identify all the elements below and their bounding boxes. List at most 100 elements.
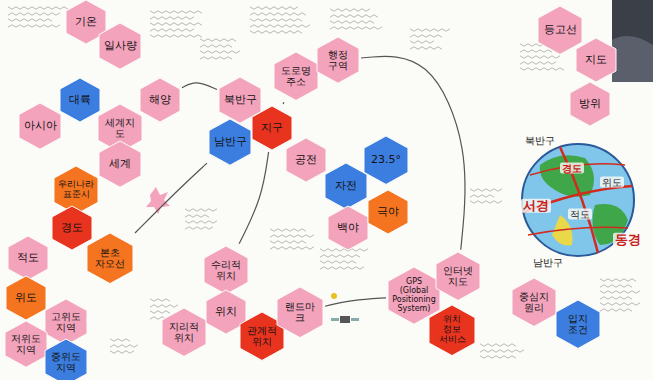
hexagon-fill	[204, 246, 248, 294]
node-label: 세계지도	[102, 117, 138, 139]
node-label: 경도	[56, 222, 88, 234]
note-scribble	[520, 68, 564, 70]
hexagon-fill	[209, 119, 251, 165]
hexagon-fill	[99, 23, 141, 69]
hexagon-fill	[277, 287, 323, 338]
hexagon-fill	[6, 276, 46, 320]
hexagon-fill	[54, 166, 98, 214]
note-scribble	[150, 35, 202, 37]
hexagon-node: 방위	[570, 82, 610, 126]
note-scribble	[600, 297, 632, 299]
connector-line	[135, 163, 207, 233]
note-scribble	[150, 29, 194, 31]
photo-inset	[612, 36, 653, 82]
node-label: 지구	[256, 122, 288, 134]
hexagon-node: 고위도 지역	[45, 299, 87, 345]
node-label: 대륙	[64, 94, 96, 106]
hexagon-fill	[576, 38, 616, 82]
node-label: 적도	[12, 252, 44, 264]
hexagon-node: 일사량	[99, 23, 141, 69]
hexagon-node: 지구	[252, 106, 292, 150]
note-scribble	[330, 15, 378, 17]
meridian-line	[560, 147, 598, 253]
satellite-icon	[331, 293, 359, 323]
note-scribble	[185, 227, 213, 229]
note-scribble	[8, 25, 60, 27]
note-scribble	[520, 56, 560, 58]
node-label: 위치 정보 서비스	[433, 315, 471, 345]
note-scribble	[200, 45, 232, 47]
note-scribble	[200, 57, 232, 59]
note-scribble	[200, 39, 236, 41]
hexagon-node: 지리적 위치	[162, 308, 206, 356]
note-scribble	[600, 285, 632, 287]
note-scribble	[200, 51, 240, 53]
connector-line	[239, 152, 268, 244]
node-label: GPS (Global Positioning System)	[392, 278, 436, 313]
node-label: 랜드마크	[281, 301, 319, 323]
node-label: 우리나라 표준시	[58, 180, 94, 200]
hexagon-node: 인터넷 지도	[436, 252, 480, 300]
connector-line	[361, 56, 465, 249]
hexagon-node: 백야	[328, 206, 368, 250]
hexagon-node: 공전	[286, 138, 326, 182]
note-scribble	[320, 261, 356, 263]
note-scribble	[600, 303, 640, 305]
note-scribble	[185, 209, 217, 211]
note-scribble	[270, 229, 306, 231]
globe-label: 남반구	[531, 257, 565, 268]
node-label: 위치	[210, 306, 242, 318]
hexagon-fill	[512, 278, 556, 326]
note-scribble	[410, 41, 434, 43]
note-scribble	[480, 344, 516, 346]
node-label: 저위도 지역	[9, 333, 43, 355]
node-label: 공전	[290, 154, 322, 166]
node-label: 중심지 원리	[516, 291, 552, 313]
note-scribble	[480, 356, 516, 358]
node-label: 극야	[372, 206, 404, 218]
hexagon-node: 지도	[576, 38, 616, 82]
hexagon-fill	[436, 252, 480, 300]
note-scribble	[410, 47, 442, 49]
hexagon-fill	[8, 236, 48, 280]
hexagon-fill	[325, 163, 367, 209]
note-scribble	[320, 249, 368, 251]
note-scribble	[150, 11, 202, 13]
hexagon-fill	[368, 190, 408, 234]
hexagon-node: 위치 정보 서비스	[429, 305, 475, 356]
globe-label: 서경	[521, 199, 551, 213]
hexagon-node: 대륙	[60, 78, 100, 122]
node-label: 일사량	[103, 40, 137, 52]
node-label: 자전	[329, 180, 363, 192]
node-label: 북반구	[223, 94, 257, 106]
connector-line	[325, 298, 386, 306]
photo-inset	[612, 0, 653, 82]
hexagon-fill	[52, 206, 92, 250]
node-label: 남반구	[213, 136, 247, 148]
note-scribble	[150, 305, 178, 307]
hexagon-node: 세계	[99, 141, 141, 187]
note-scribble	[480, 350, 524, 352]
note-scribble	[410, 35, 442, 37]
note-scribble	[470, 201, 502, 203]
hexagon-node: 행정 구역	[317, 37, 359, 83]
hexagon-fill	[570, 82, 610, 126]
note-scribble	[185, 221, 217, 223]
hexagon-fill	[140, 78, 180, 122]
note-scribble	[110, 345, 138, 347]
hexagon-node: 극야	[368, 190, 408, 234]
node-label: 인터넷 지도	[440, 265, 476, 287]
note-scribble	[8, 7, 68, 9]
hexagon-fill	[87, 233, 133, 284]
hexagon-node: 경도	[52, 206, 92, 250]
hexagon-node: 등고선	[538, 6, 582, 54]
hexagon-fill	[317, 37, 359, 83]
hexagon-fill	[538, 6, 582, 54]
hexagon-node: 본초 자오선	[87, 233, 133, 284]
hexagon-fill	[5, 321, 47, 367]
hexagon-fill	[45, 299, 87, 345]
connector-line	[182, 83, 217, 90]
hexagon-node: 해양	[140, 78, 180, 122]
hexagon-node: 자전	[325, 163, 367, 209]
